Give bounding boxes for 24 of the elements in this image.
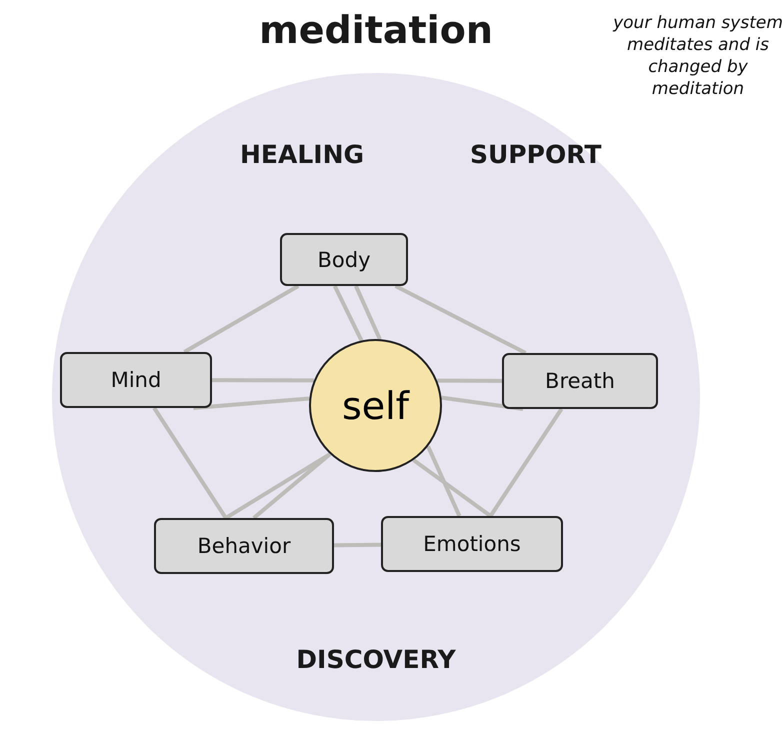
circle-heading: meditation <box>259 8 493 52</box>
aspect-box: Emotions <box>381 516 563 572</box>
connector-line <box>334 542 382 548</box>
connector-line <box>152 406 228 520</box>
aspect-box: Breath <box>502 353 658 409</box>
connector-line <box>212 378 314 382</box>
connector-line <box>193 396 310 410</box>
connector-line <box>394 284 527 355</box>
note-text: your human system meditates and is changed by meditation <box>612 12 782 100</box>
region-label: DISCOVERY <box>296 645 456 674</box>
connector-line <box>354 285 382 340</box>
connector-line <box>412 458 492 518</box>
region-label: HEALING <box>240 140 364 169</box>
connector-line <box>183 284 300 354</box>
connector-line <box>488 408 564 518</box>
aspect-box: Mind <box>60 352 212 408</box>
connector-line <box>332 285 364 342</box>
connector-line <box>426 445 462 517</box>
connector-line <box>437 378 502 383</box>
connector-line <box>441 396 524 411</box>
region-label: SUPPORT <box>470 140 602 169</box>
aspect-box: Body <box>280 233 408 286</box>
connector-line <box>224 452 332 520</box>
aspect-box: Behavior <box>154 518 334 574</box>
